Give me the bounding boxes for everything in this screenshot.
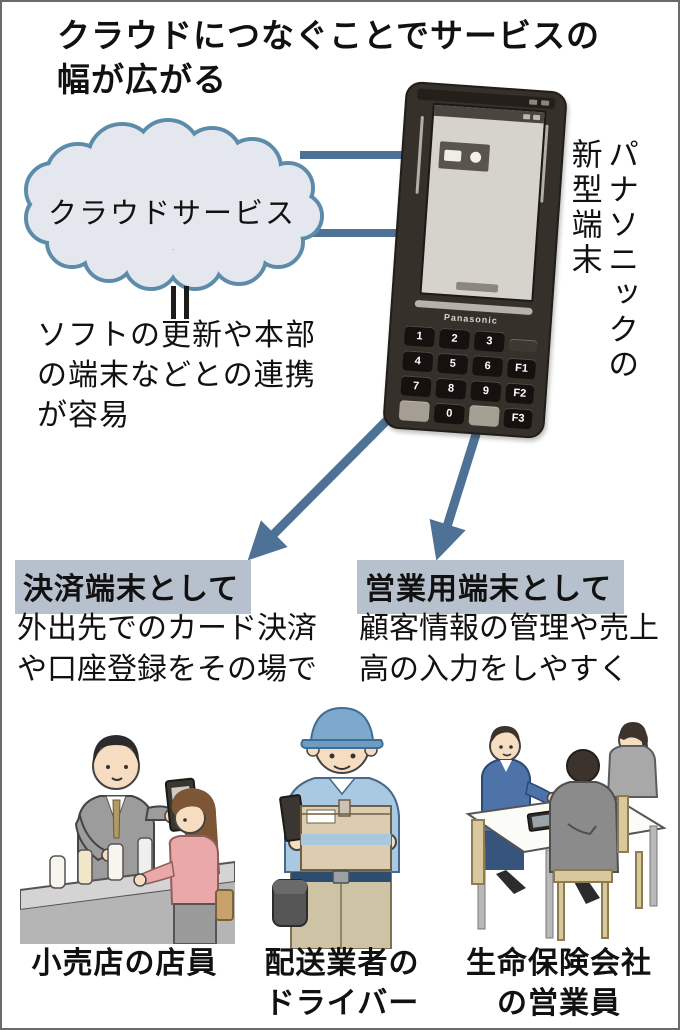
device-side-groove-left (415, 115, 424, 194)
driver-lower-body (272, 870, 392, 949)
caption-column-right: パナソニックの (603, 138, 639, 383)
insurance-label-line-2: の営業員 (497, 986, 621, 1020)
key-cancel (398, 400, 430, 423)
key-f1: F1 (506, 357, 537, 380)
customer-man-back (549, 749, 620, 904)
arrow-to-sales (429, 410, 488, 561)
equals-icon (171, 286, 189, 319)
screen-dialog (438, 141, 491, 172)
key-1: 1 (403, 325, 436, 348)
button-icon (469, 151, 482, 164)
persona-label-retail: 小売店の店員 (17, 944, 232, 984)
payment-body-line-1: 外出先でのカード決済 (17, 612, 317, 645)
title-line-1: クラウドにつなぐことでサービスの (57, 17, 601, 54)
delivery-illustration (272, 706, 400, 949)
customer-woman (133, 788, 234, 944)
cloud-icon (24, 118, 324, 291)
sales-usage-body: 顧客情報の管理や売上 高の入力をしやすく (359, 609, 659, 690)
benefit-line-2: の端末などとの連携 (37, 359, 316, 393)
benefit-line-1: ソフトの更新や本部 (37, 319, 316, 352)
saleswoman (606, 722, 659, 798)
key-4: 4 (402, 350, 434, 373)
key-0: 0 (433, 402, 465, 425)
persona-label-delivery: 配送業者の ドライバー (242, 944, 442, 1023)
key-5: 5 (437, 352, 469, 375)
key-3: 3 (473, 330, 506, 353)
screen-menu-bar (455, 281, 499, 293)
caption-column-left: 新型端末 (566, 138, 602, 278)
key-enter (468, 404, 500, 428)
connector-line-top (300, 151, 404, 159)
sales-body-line-2: 高の入力をしやすく (359, 652, 629, 686)
retail-label-line-1: 小売店の店員 (31, 947, 218, 980)
connector-line-bottom (295, 229, 411, 237)
page-title: クラウドにつなぐことでサービスの 幅が広がる (57, 14, 600, 101)
device-screen (419, 102, 547, 303)
insurance-label-line-1: 生命保険会社 (466, 947, 652, 980)
device-caption-vertical: パナソニックの 新型端末 (565, 138, 639, 428)
key-6: 6 (471, 355, 504, 378)
payment-usage-header: 決済端末として (15, 560, 252, 614)
key-display (508, 338, 538, 353)
title-line-2: 幅が広がる (57, 60, 227, 98)
key-7: 7 (400, 375, 432, 398)
payment-terminal-device: Panasonic 1 2 3 4 5 6 F1 7 8 9 F2 (382, 80, 568, 440)
key-f2: F2 (505, 382, 535, 405)
cloud-benefit-text: ソフトの更新や本部 の端末などとの連携 が容易 (37, 316, 316, 437)
sales-usage-header: 営業用端末として (357, 560, 625, 614)
key-8: 8 (435, 377, 467, 400)
key-2: 2 (438, 327, 471, 350)
chairs (471, 795, 643, 941)
payment-body-line-2: や口座登録をその場で (17, 652, 317, 686)
device-keypad: 1 2 3 4 5 6 F1 7 8 9 F2 0 F3 (398, 325, 539, 430)
sales-body-line-1: 顧客情報の管理や売上 (359, 612, 659, 645)
cloud-service-label: クラウドサービス (47, 198, 296, 230)
key-f3: F3 (503, 407, 533, 430)
parcel-box (300, 799, 392, 871)
payment-usage-body: 外出先でのカード決済 や口座登録をその場で (17, 609, 317, 690)
card-icon (443, 149, 462, 162)
benefit-line-3: が容易 (37, 399, 130, 433)
retail-illustration (20, 735, 235, 944)
insurance-illustration (465, 722, 667, 941)
screen-status-bar (433, 104, 545, 124)
key-9: 9 (470, 380, 502, 403)
persona-label-insurance: 生命保険会社 の営業員 (449, 944, 669, 1023)
delivery-label-line-2: ドライバー (264, 986, 420, 1020)
delivery-label-line-1: 配送業者の (264, 947, 420, 980)
bottles (49, 837, 153, 889)
